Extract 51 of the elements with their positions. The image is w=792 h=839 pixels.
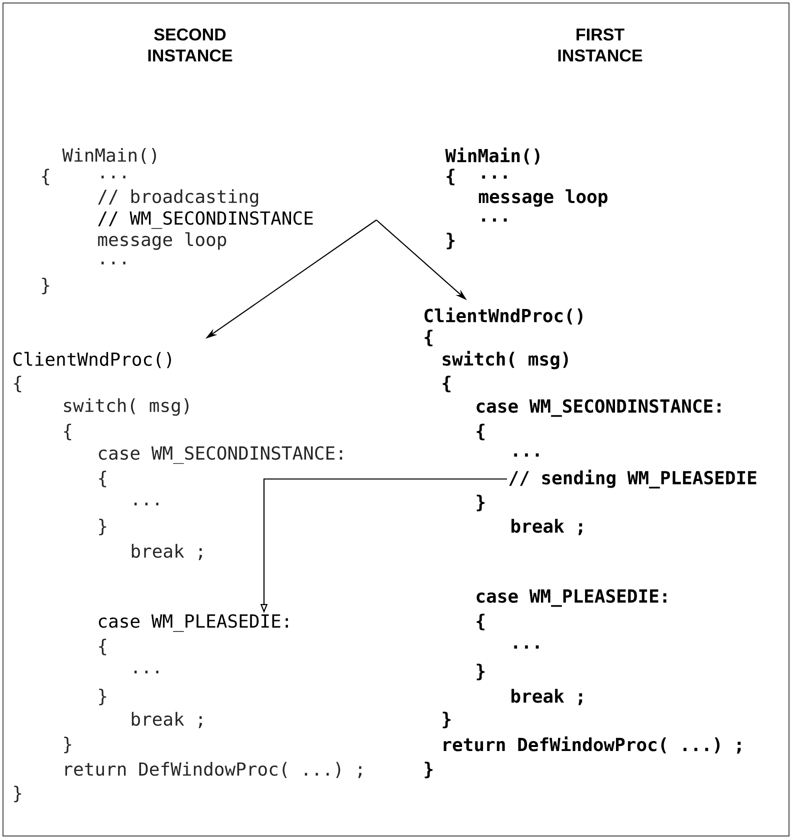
code-line: case WM_SECONDINSTANCE: <box>476 399 720 417</box>
code-line: { <box>14 376 22 392</box>
code-line: { <box>476 424 484 440</box>
code-line: ClientWndProc() <box>13 352 171 368</box>
code-line: ClientWndProc() <box>424 308 582 324</box>
column-heading: FIRST INSTANCE <box>558 28 642 62</box>
column-heading: SECOND INSTANCE <box>148 28 232 62</box>
code-line: } <box>424 762 432 778</box>
code-line: WinMain() <box>445 148 540 164</box>
code-line: { <box>424 330 432 346</box>
code-line: WinMain() <box>62 148 156 164</box>
code-line: message loop <box>478 189 608 207</box>
code-line: { <box>99 470 106 488</box>
code-line: { <box>99 638 106 656</box>
code-line: ... <box>134 670 158 674</box>
code-line: switch( msg) <box>64 398 188 416</box>
code-line: } <box>442 712 450 728</box>
code-line: } <box>42 278 50 294</box>
code-line: } <box>99 518 106 536</box>
code-line: ... <box>102 262 126 264</box>
code-line: ... <box>102 176 126 178</box>
code-line: return DefWindowProc( ...) ; <box>65 762 362 778</box>
code-line: { <box>64 424 72 440</box>
code-line: } <box>64 736 72 754</box>
code-line: } <box>476 494 484 512</box>
code-line: break ; <box>512 518 582 536</box>
code-line: return DefWindowProc( ...) ; <box>444 736 741 754</box>
code-line: switch( msg) <box>442 350 568 370</box>
code-line: ... <box>134 502 158 506</box>
code-line: case WM_PLEASEDIE: <box>476 589 666 607</box>
code-line: case WM_PLEASEDIE: <box>98 614 288 632</box>
code-line: ... <box>482 175 507 179</box>
code-line: break ; <box>132 544 202 560</box>
code-line: } <box>476 664 484 680</box>
code-line: } <box>14 786 22 802</box>
code-line: message loop <box>98 232 226 250</box>
code-line: ... <box>514 645 539 649</box>
code-line: } <box>99 688 106 706</box>
code-line: { <box>442 376 450 392</box>
code-line: case WM_SECONDINSTANCE: <box>98 446 342 464</box>
code-line: // WM_SECONDINSTANCE <box>98 211 313 229</box>
code-line: break ; <box>512 688 582 706</box>
code-line: // broadcasting <box>98 189 258 207</box>
code-line: } <box>446 232 454 250</box>
code-line: { <box>42 168 50 186</box>
code-line: ... <box>482 218 507 222</box>
code-line: { <box>446 168 454 186</box>
code-line: ... <box>514 453 539 457</box>
code-line: { <box>476 614 484 630</box>
code-line: break ; <box>132 712 202 728</box>
code-line: // sending WM_PLEASEDIE <box>509 470 756 488</box>
